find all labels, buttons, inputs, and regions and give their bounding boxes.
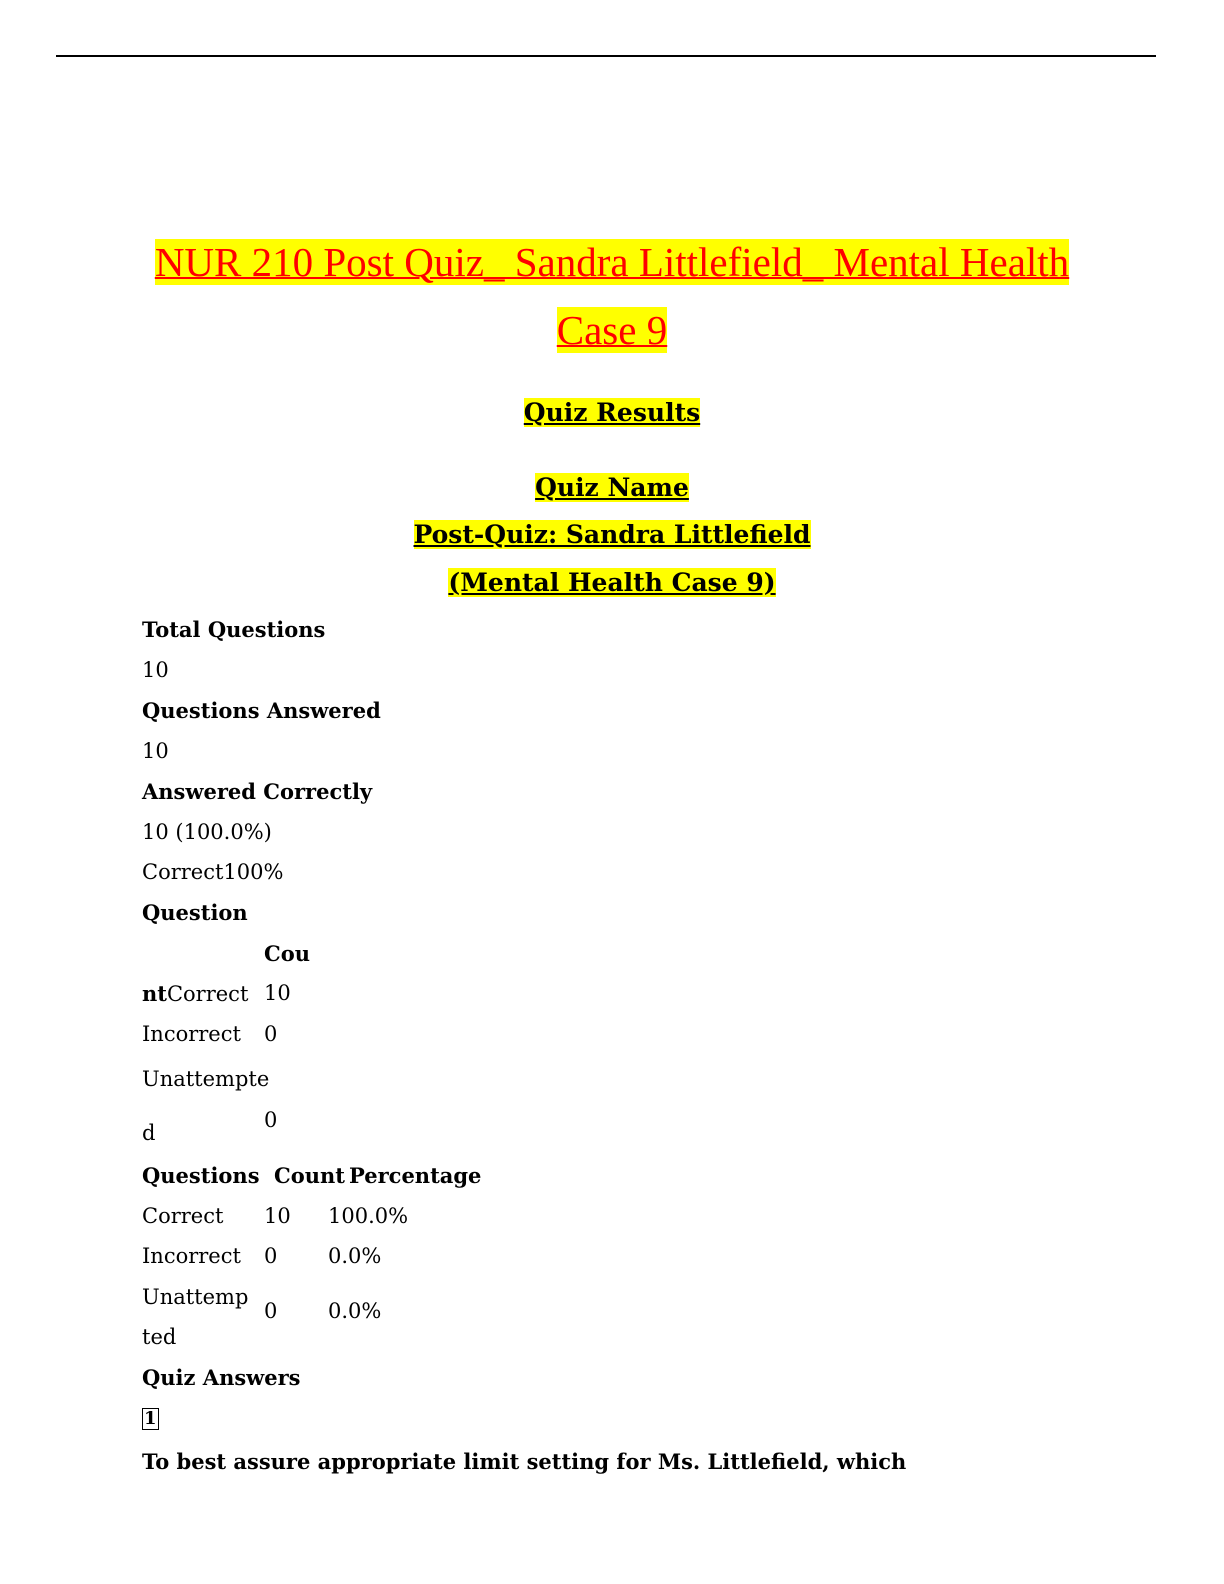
document-title-line2: Case 9 [0, 306, 1224, 354]
questions-answered-value: 10 [142, 739, 169, 763]
question-number: 1 [142, 1408, 159, 1430]
total-questions-value: 10 [142, 658, 169, 682]
row-percentage: 0.0% [328, 1299, 382, 1323]
questions-answered-label: Questions Answered [142, 698, 381, 723]
table1-header-count-tail: nt [142, 981, 167, 1006]
row-count: 10 [264, 981, 291, 1005]
table1-header-question: Question [142, 900, 248, 925]
quiz-name-line2: (Mental Health Case 9) [0, 568, 1224, 597]
row-label-cont: ted [142, 1325, 177, 1349]
title-text: Case 9 [556, 307, 668, 353]
correct-summary: Correct100% [142, 860, 284, 884]
row-label: Correct [142, 1204, 224, 1228]
title-text: NUR 210 Post Quiz_ Sandra Littlefield_ M… [154, 239, 1070, 285]
row-percentage: 100.0% [328, 1204, 409, 1228]
question-number-box: 1 [142, 1408, 159, 1430]
total-questions-label: Total Questions [142, 617, 326, 642]
row-count: 0 [264, 1299, 278, 1323]
quiz-results-heading: Quiz Results [0, 398, 1224, 427]
row-label: Incorrect [142, 1022, 241, 1046]
heading-text: (Mental Health Case 9) [448, 568, 776, 597]
row-count: 0 [264, 1022, 278, 1046]
table1-row-correct: ntCorrect [142, 981, 248, 1006]
row-label: Correct [166, 982, 249, 1006]
table2-header-count: Count [274, 1163, 345, 1188]
row-label: Unattempte [142, 1067, 270, 1091]
heading-text: Quiz Results [523, 398, 701, 427]
question-text: To best assure appropriate limit setting… [142, 1449, 907, 1474]
row-count: 0 [264, 1108, 278, 1132]
quiz-answers-label: Quiz Answers [142, 1365, 301, 1390]
quiz-name-line1: Post-Quiz: Sandra Littlefield [0, 520, 1224, 549]
answered-correctly-value: 10 (100.0%) [142, 820, 272, 844]
row-label: Unattemp [142, 1285, 249, 1309]
heading-text: Quiz Name [535, 473, 689, 502]
table1-header-count: Cou [264, 941, 310, 966]
row-label: Incorrect [142, 1244, 241, 1268]
document-title-line1: NUR 210 Post Quiz_ Sandra Littlefield_ M… [0, 238, 1224, 286]
row-count: 10 [264, 1204, 291, 1228]
answered-correctly-label: Answered Correctly [142, 779, 373, 804]
row-percentage: 0.0% [328, 1244, 382, 1268]
row-count: 0 [264, 1244, 278, 1268]
row-label-cont: d [142, 1121, 156, 1145]
table2-header-questions: Questions [142, 1163, 260, 1188]
table2-header-percentage: Percentage [349, 1163, 482, 1188]
header-rule [56, 55, 1156, 57]
heading-text: Post-Quiz: Sandra Littlefield [413, 520, 811, 549]
quiz-name-label: Quiz Name [0, 473, 1224, 502]
